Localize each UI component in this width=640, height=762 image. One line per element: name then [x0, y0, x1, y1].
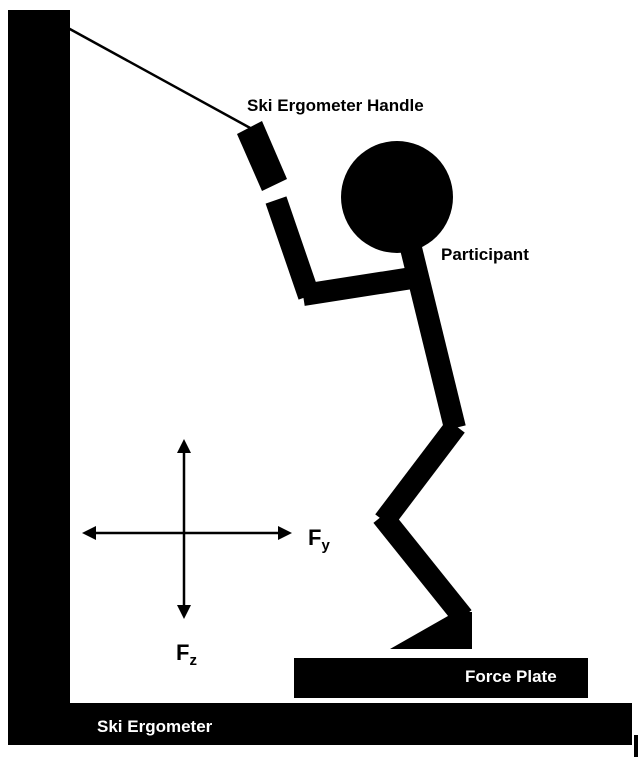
participant-foot	[390, 612, 472, 649]
fz-arrow-up	[177, 439, 191, 453]
handle-cable	[67, 26, 253, 131]
participant-head	[341, 141, 453, 253]
fy-label: Fy	[308, 525, 330, 554]
participant-forearm	[265, 196, 320, 300]
fy-label-sub: y	[321, 537, 330, 554]
participant-shin	[373, 509, 472, 624]
force-plate	[294, 658, 588, 698]
participant-label: Participant	[441, 245, 529, 264]
ski-ergometer-handle	[237, 121, 287, 191]
fy-arrow-right	[278, 526, 292, 540]
fz-label: Fz	[176, 640, 197, 669]
fz-arrow-down	[177, 605, 191, 619]
edge-mark	[634, 735, 638, 757]
ergometer-base	[8, 703, 632, 745]
participant-figure	[265, 141, 472, 649]
participant-upper-arm	[301, 267, 414, 306]
fz-label-sub: z	[189, 652, 197, 669]
handle-label: Ski Ergometer Handle	[247, 96, 424, 115]
force-axes	[82, 439, 292, 619]
fy-arrow-left	[82, 526, 96, 540]
fz-label-main: F	[176, 640, 189, 665]
force-plate-label: Force Plate	[465, 667, 557, 686]
ergometer-post	[8, 10, 70, 745]
participant-thigh	[375, 419, 465, 528]
participant-torso	[398, 237, 466, 431]
fy-label-main: F	[308, 525, 321, 550]
ergometer-label: Ski Ergometer	[97, 717, 213, 736]
